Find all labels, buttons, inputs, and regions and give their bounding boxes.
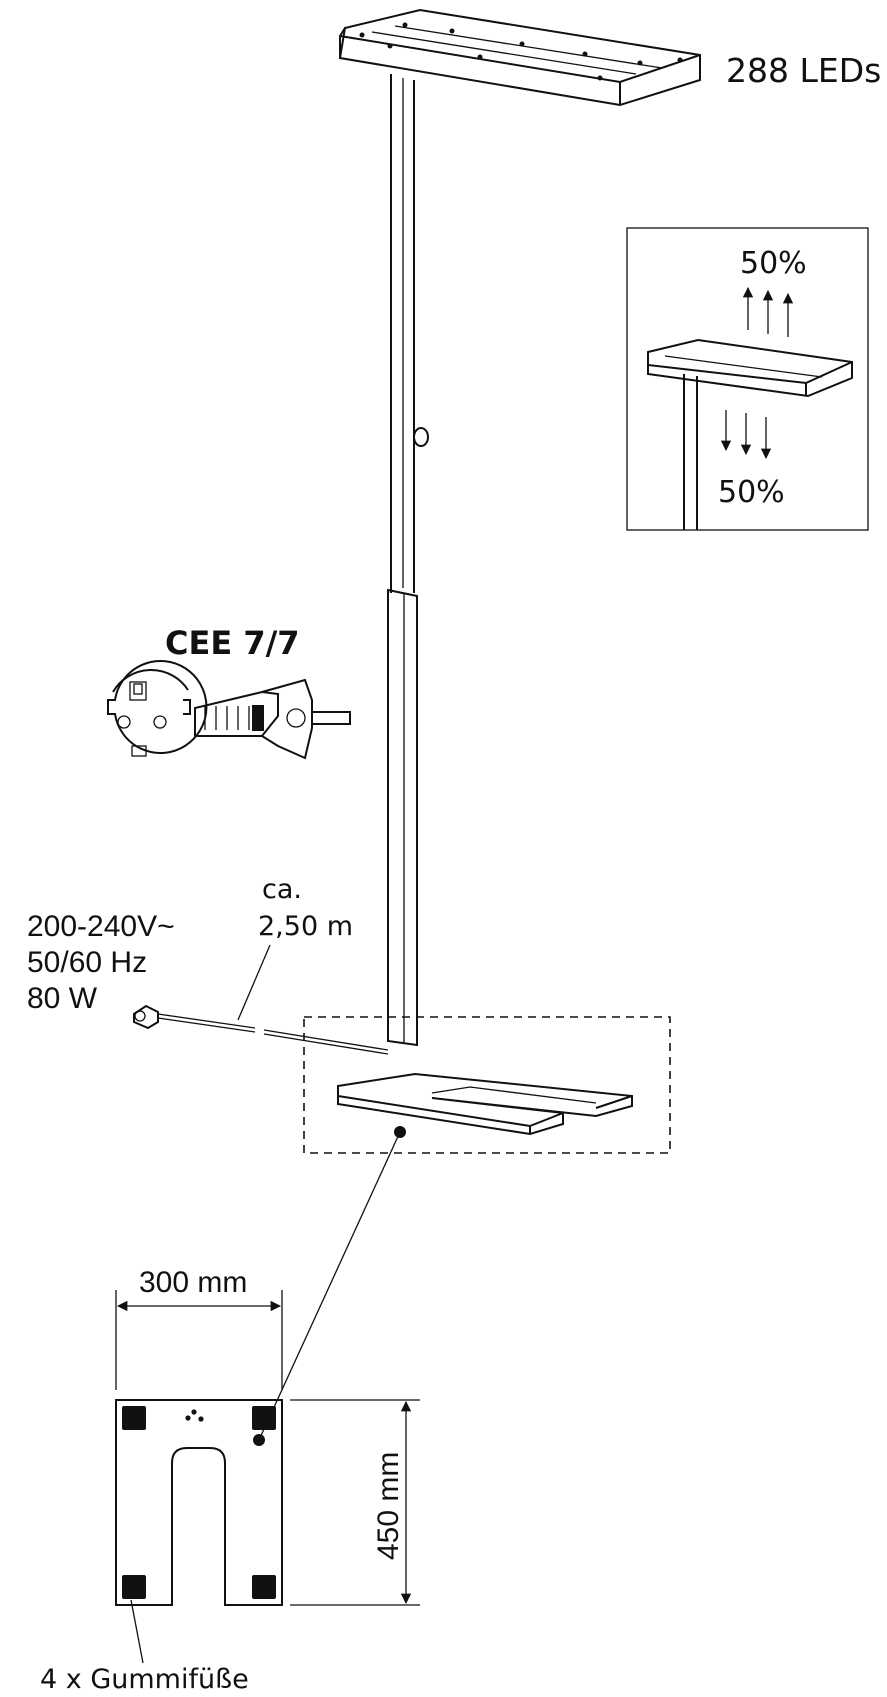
depth-dimension [290,1399,420,1606]
height-adjust-knob [413,427,429,447]
cable-length-leader [237,944,271,1021]
base-width-label: 300 mm [139,1266,247,1299]
cable-length-value: 2,50 m [258,911,353,942]
light-up-percentage: 50% [740,246,807,281]
light-down-percentage: 50% [718,475,785,510]
rubber-feet-leader [130,1599,144,1664]
rubber-foot-bottom-right [252,1575,276,1599]
rubber-foot-top-right [252,1406,276,1430]
frequency-label: 50/60 Hz [27,946,147,979]
rubber-foot-bottom-left [122,1575,146,1599]
base-depth-label: 450 mm [372,1452,405,1560]
wattage-label: 80 W [27,982,98,1015]
schuko-socket-icon [107,660,208,757]
light-distribution-inset [626,227,869,531]
base-top-view [115,1399,283,1606]
plug-icon [194,678,351,760]
lamp-base [337,1072,633,1136]
leds-label: 288 LEDs [726,51,881,90]
lamp-head [338,8,701,107]
lamp-pole [387,74,429,1047]
voltage-label: 200-240V~ [27,910,175,943]
width-dimension [115,1290,283,1390]
base-callout-line [258,1131,401,1441]
base-callout-end-dot [253,1434,265,1446]
base-detail-frame [303,1016,671,1154]
plug-standard-label: CEE 7/7 [165,624,300,662]
rubber-feet-label: 4 x Gummifüße [40,1664,249,1695]
cable-length-prefix: ca. [262,874,302,905]
power-cable [133,1004,389,1055]
rubber-foot-top-left [122,1406,146,1430]
